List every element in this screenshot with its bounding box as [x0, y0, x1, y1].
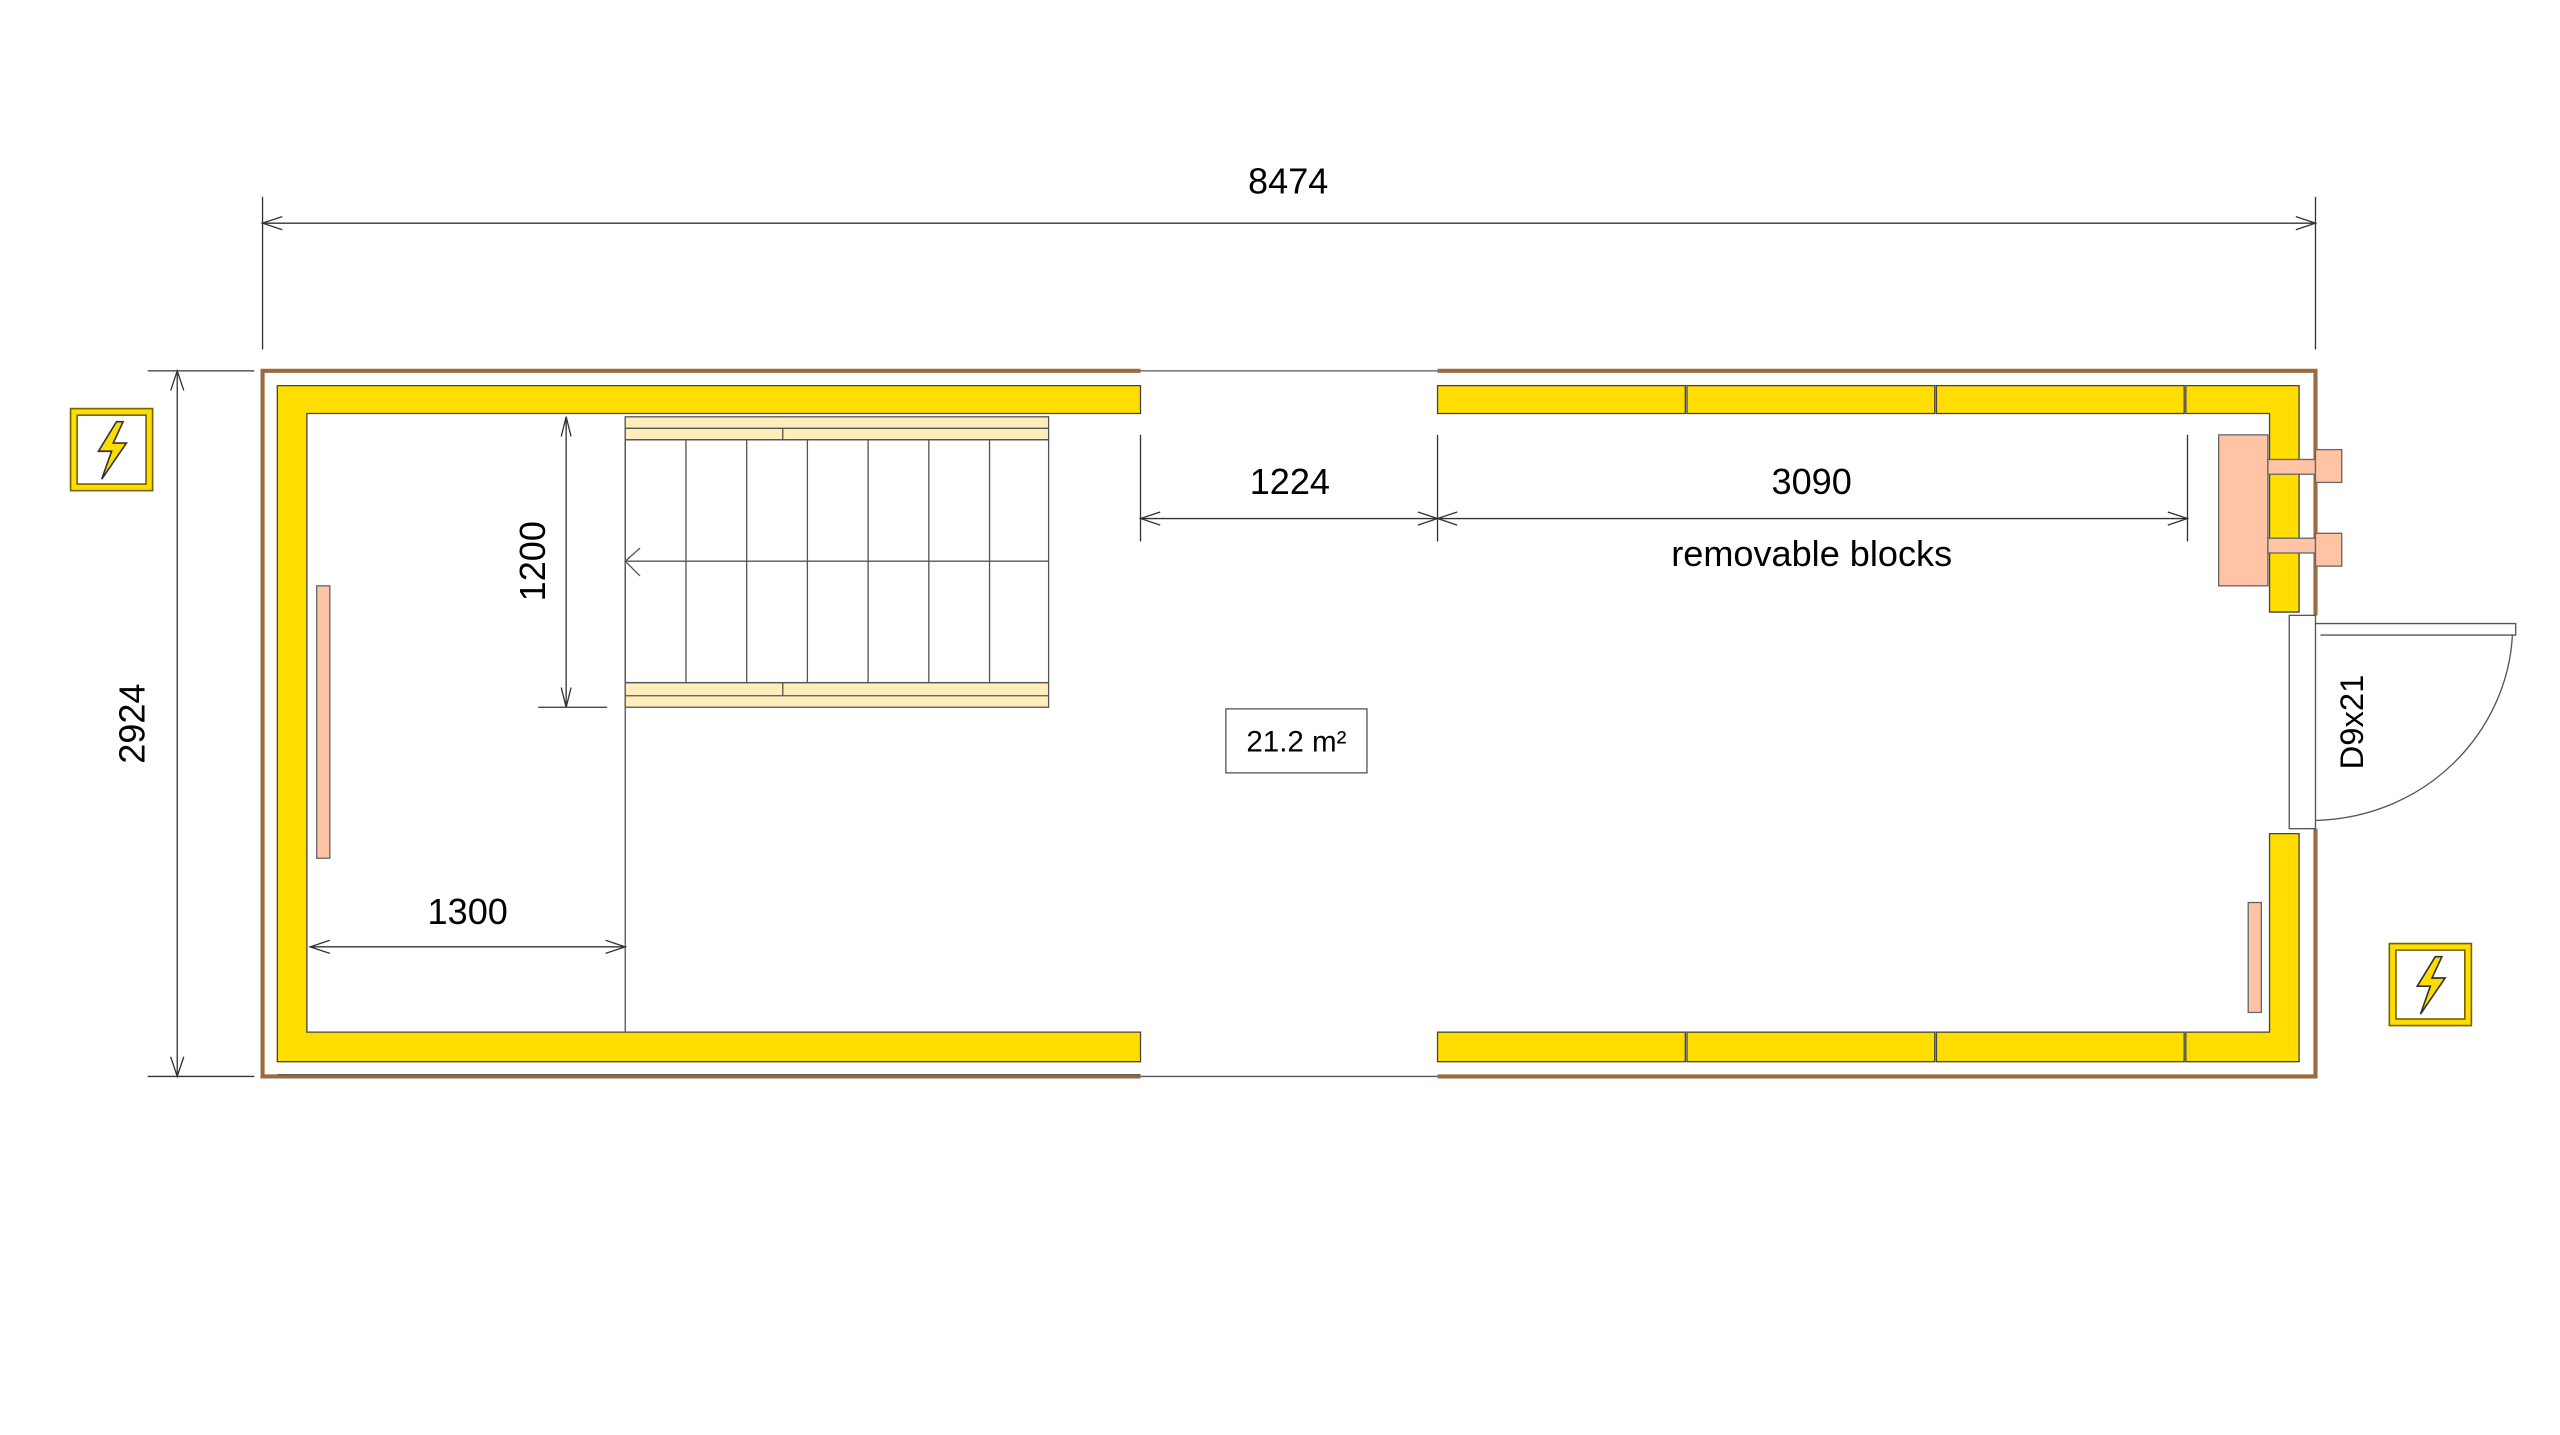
dimension-stair-width: 1200 — [512, 416, 608, 708]
electrical-hazard-icon — [69, 407, 154, 492]
dimension-total-length: 8474 — [260, 161, 2318, 350]
electrical-hazard-icon — [2388, 942, 2473, 1027]
removable-blocks-top — [1436, 384, 2300, 613]
removable-blocks-label: removable blocks — [1671, 533, 1952, 574]
dimension-label: 3090 — [1772, 461, 1852, 502]
dimension-removable: 3090 removable blocks — [1435, 434, 2190, 574]
svg-text:21.2 m²: 21.2 m² — [1246, 726, 1346, 759]
insulation-left — [276, 384, 1142, 1076]
dimension-label: 2924 — [111, 684, 152, 764]
staircase — [624, 416, 1050, 708]
dimension-stair-offset: 1300 — [308, 891, 628, 955]
removable-blocks-bottom — [1436, 832, 2300, 1063]
dimension-opening: 1224 — [1138, 434, 1440, 542]
dimension-label: 1224 — [1250, 461, 1330, 502]
dimension-total-width: 2924 — [111, 368, 255, 1079]
dimension-label: 1200 — [512, 521, 553, 601]
radiator — [2218, 434, 2343, 587]
dimension-label: 8474 — [1248, 161, 1328, 202]
door: D9x21 — [2288, 614, 2517, 830]
door-label: D9x21 — [2333, 675, 2370, 770]
dimension-label: 1300 — [428, 891, 508, 932]
area-label: 21.2 m² — [1225, 708, 1368, 774]
wall-element-right — [2247, 901, 2262, 1014]
wall-element-left — [316, 585, 331, 859]
